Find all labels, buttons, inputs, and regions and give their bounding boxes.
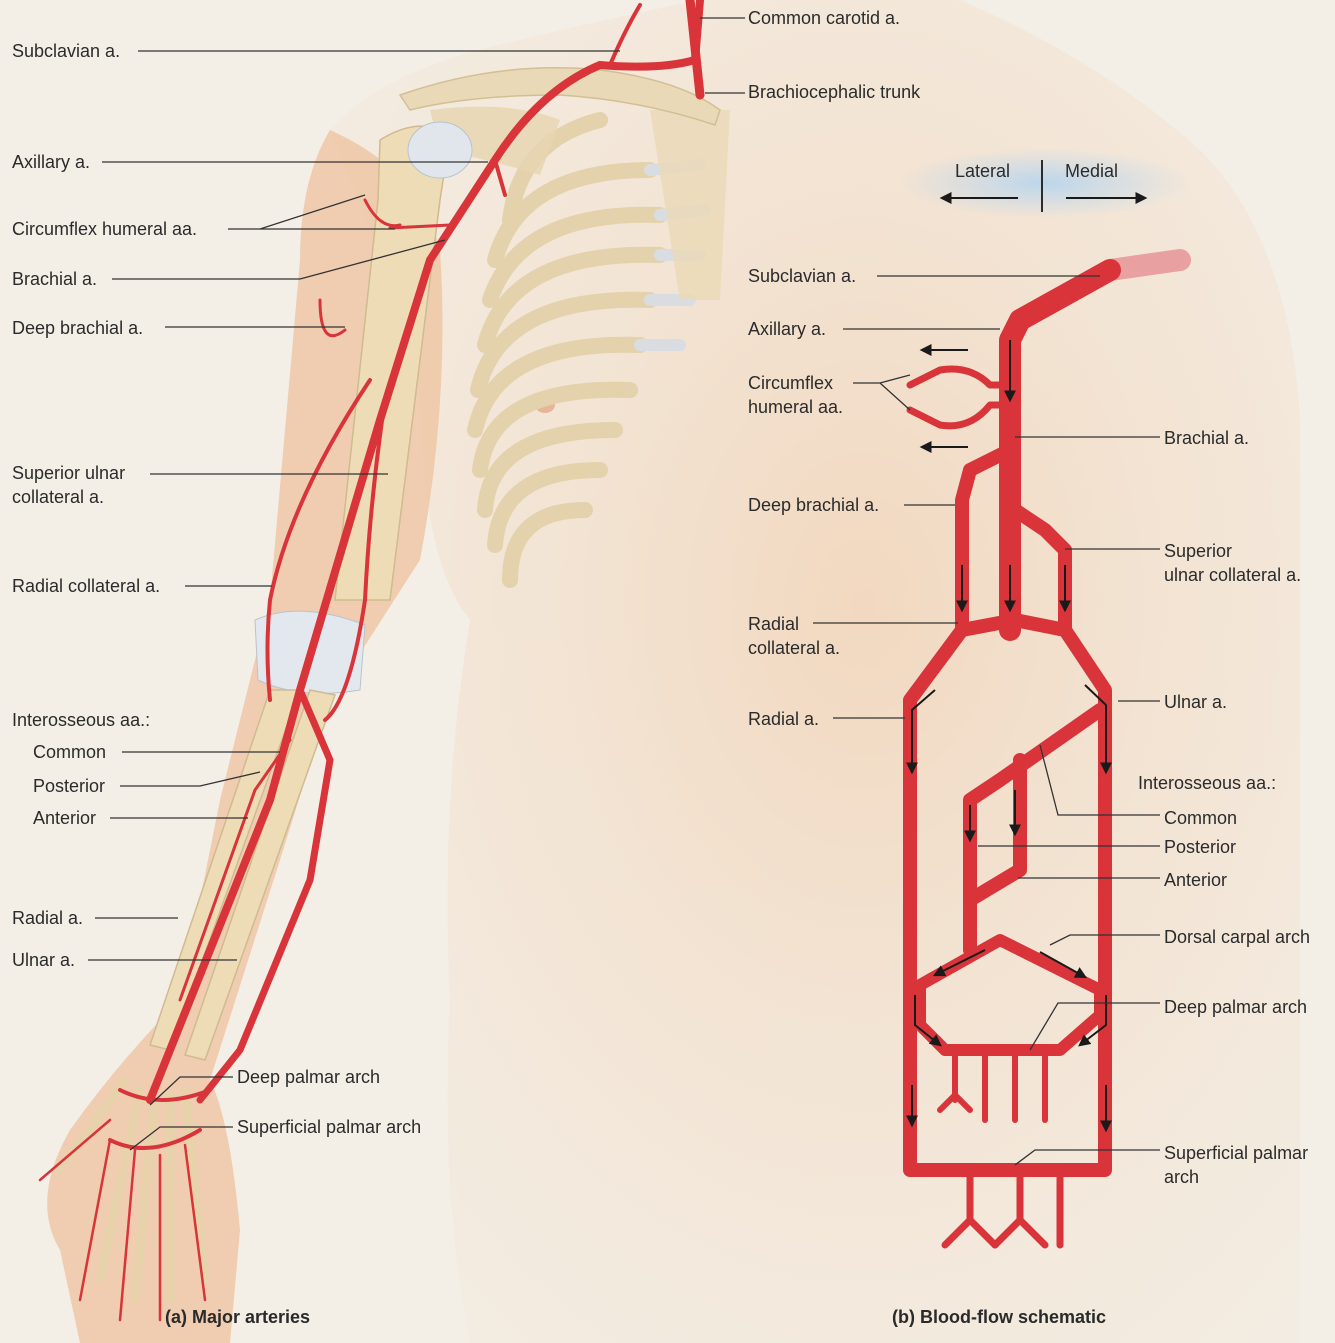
schematic-label-dorsal-carpal: Dorsal carpal arch bbox=[1164, 925, 1310, 949]
label-circumflex-humeral: Circumflex humeral aa. bbox=[12, 217, 197, 241]
schematic-label-deep-palmar: Deep palmar arch bbox=[1164, 995, 1307, 1019]
caption-major-arteries: (a) Major arteries bbox=[165, 1307, 310, 1328]
schematic-label-common: Common bbox=[1164, 806, 1237, 830]
label-superficial-palmar-arch: Superficial palmar arch bbox=[237, 1115, 421, 1139]
schematic-label-radial-collateral: Radial collateral a. bbox=[748, 612, 840, 660]
schematic-label-superior-ulnar: Superior ulnar collateral a. bbox=[1164, 539, 1301, 587]
schematic-label-ulnar: Ulnar a. bbox=[1164, 690, 1227, 714]
label-deep-palmar-arch: Deep palmar arch bbox=[237, 1065, 380, 1089]
direction-indicator bbox=[900, 148, 1190, 218]
label-interosseous-anterior: Anterior bbox=[33, 806, 96, 830]
schematic-label-circumflex: Circumflex humeral aa. bbox=[748, 371, 843, 419]
label-superior-ulnar-collateral: Superior ulnar collateral a. bbox=[12, 461, 125, 509]
schematic-label-radial: Radial a. bbox=[748, 707, 819, 731]
schematic-label-interosseous: Interosseous aa.: bbox=[1138, 771, 1276, 795]
label-interosseous: Interosseous aa.: bbox=[12, 708, 150, 732]
label-ulnar-a: Ulnar a. bbox=[12, 948, 75, 972]
schematic-label-axillary: Axillary a. bbox=[748, 317, 826, 341]
label-radial-a: Radial a. bbox=[12, 906, 83, 930]
schematic-label-posterior: Posterior bbox=[1164, 835, 1236, 859]
schematic-label-deep-brachial: Deep brachial a. bbox=[748, 493, 879, 517]
label-axillary-a: Axillary a. bbox=[12, 150, 90, 174]
label-lateral: Lateral bbox=[955, 161, 1010, 182]
label-subclavian-a: Subclavian a. bbox=[12, 39, 120, 63]
label-brachial-a: Brachial a. bbox=[12, 267, 97, 291]
schematic-label-superficial-palmar: Superficial palmar arch bbox=[1164, 1141, 1308, 1189]
label-radial-collateral: Radial collateral a. bbox=[12, 574, 160, 598]
label-common-carotid: Common carotid a. bbox=[748, 6, 900, 30]
schematic-label-subclavian: Subclavian a. bbox=[748, 264, 856, 288]
label-interosseous-common: Common bbox=[33, 740, 106, 764]
label-interosseous-posterior: Posterior bbox=[33, 774, 105, 798]
schematic-label-brachial: Brachial a. bbox=[1164, 426, 1249, 450]
schematic-label-anterior: Anterior bbox=[1164, 868, 1227, 892]
label-brachiocephalic-trunk: Brachiocephalic trunk bbox=[748, 80, 920, 104]
caption-blood-flow-schematic: (b) Blood-flow schematic bbox=[892, 1307, 1106, 1328]
label-medial: Medial bbox=[1065, 161, 1118, 182]
label-deep-brachial-a: Deep brachial a. bbox=[12, 316, 143, 340]
